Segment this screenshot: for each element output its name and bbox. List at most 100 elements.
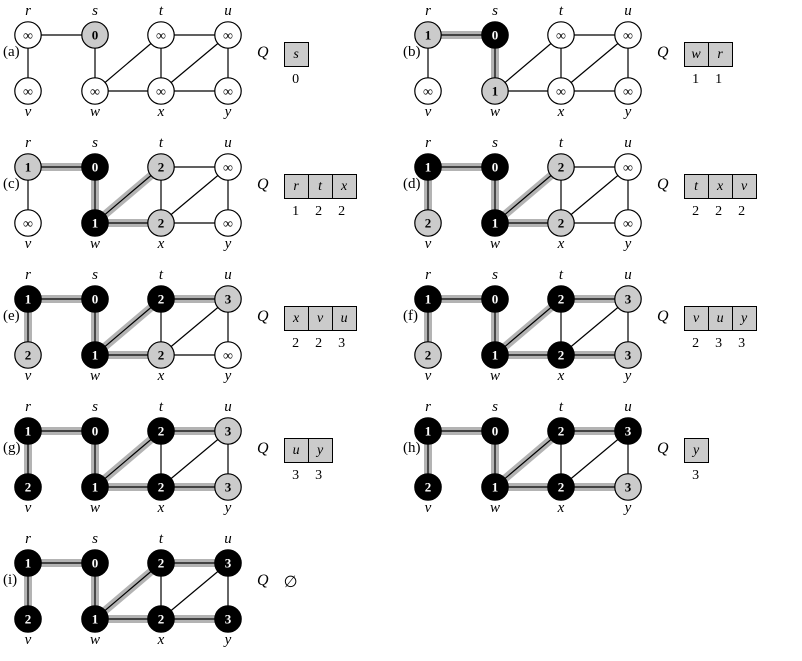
queue-distance: 2 — [315, 336, 323, 351]
vertex-label-x: x — [157, 104, 165, 120]
node-value-v: 2 — [425, 216, 432, 231]
node-x — [147, 77, 175, 105]
node-value-y: ∞ — [623, 217, 633, 232]
node-value-t: 2 — [558, 424, 565, 439]
edge-t-w — [94, 166, 162, 224]
vertex-label-u: u — [224, 531, 232, 547]
node-s — [481, 417, 509, 445]
node-x — [147, 209, 175, 237]
queue-display: Q∅ — [257, 570, 298, 592]
vertex-label-v: v — [425, 368, 432, 384]
node-y — [214, 209, 242, 237]
queue-distance: 1 — [692, 72, 700, 87]
vertex-label-t: t — [559, 135, 564, 151]
node-value-v: 2 — [25, 612, 32, 627]
vertex-label-s: s — [492, 399, 498, 415]
node-value-v: 2 — [425, 348, 432, 363]
vertex-label-v: v — [425, 236, 432, 252]
node-y — [614, 473, 642, 501]
queue-distance: 0 — [292, 72, 300, 87]
queue-distance: 2 — [292, 336, 300, 351]
node-value-w: 1 — [492, 480, 499, 495]
vertex-label-u: u — [224, 135, 232, 151]
node-value-v: ∞ — [23, 85, 33, 100]
node-y — [214, 605, 242, 633]
edge-t-w — [94, 34, 162, 92]
node-t — [547, 417, 575, 445]
node-u — [214, 21, 242, 49]
vertex-label-r: r — [25, 267, 31, 283]
vertex-label-t: t — [159, 531, 164, 547]
queue-box: t — [683, 174, 709, 199]
node-value-u: 3 — [625, 292, 632, 307]
vertex-label-v: v — [25, 104, 32, 120]
vertex-label-x: x — [157, 632, 165, 648]
queue-label: Q — [657, 44, 669, 61]
node-value-r: 1 — [425, 28, 432, 43]
queue-box: r — [283, 174, 309, 199]
vertex-label-w: w — [90, 236, 100, 252]
queue-box: x — [283, 306, 309, 331]
node-t — [547, 153, 575, 181]
node-value-u: 3 — [225, 292, 232, 307]
node-value-t: ∞ — [156, 29, 166, 44]
node-t — [147, 285, 175, 313]
subfigure-label: (b) — [403, 44, 421, 60]
queue-box: y — [731, 306, 757, 331]
vertex-label-r: r — [25, 399, 31, 415]
edge-t-w — [94, 430, 162, 488]
vertex-label-v: v — [25, 236, 32, 252]
node-u — [614, 153, 642, 181]
queue-box: y — [683, 438, 709, 463]
node-value-y: 3 — [225, 612, 232, 627]
vertex-label-x: x — [557, 500, 565, 516]
vertex-label-x: x — [157, 236, 165, 252]
node-value-w: 1 — [492, 348, 499, 363]
queue-distance: 2 — [738, 204, 746, 219]
node-y — [214, 473, 242, 501]
node-t — [547, 285, 575, 313]
node-v — [14, 341, 42, 369]
vertex-label-t: t — [159, 399, 164, 415]
node-u — [614, 417, 642, 445]
queue-distance: 2 — [692, 336, 700, 351]
node-value-w: 1 — [92, 480, 99, 495]
node-value-u: 3 — [225, 556, 232, 571]
node-value-u: 3 — [225, 424, 232, 439]
node-value-r: 1 — [25, 160, 32, 175]
node-value-u: 3 — [625, 424, 632, 439]
vertex-label-x: x — [557, 104, 565, 120]
queue-label: Q — [657, 440, 669, 457]
node-value-r: 1 — [425, 160, 432, 175]
node-s — [481, 153, 509, 181]
vertex-label-v: v — [425, 500, 432, 516]
queue-box: s — [283, 42, 309, 67]
node-value-t: 2 — [158, 424, 165, 439]
node-t — [547, 21, 575, 49]
node-value-r: 1 — [25, 424, 32, 439]
node-value-u: ∞ — [223, 161, 233, 176]
node-r — [414, 21, 442, 49]
queue-box: t — [307, 174, 333, 199]
edge-u-x — [560, 166, 629, 224]
node-value-u: ∞ — [223, 29, 233, 44]
node-value-s: 0 — [92, 160, 99, 175]
node-value-w: 1 — [492, 216, 499, 231]
